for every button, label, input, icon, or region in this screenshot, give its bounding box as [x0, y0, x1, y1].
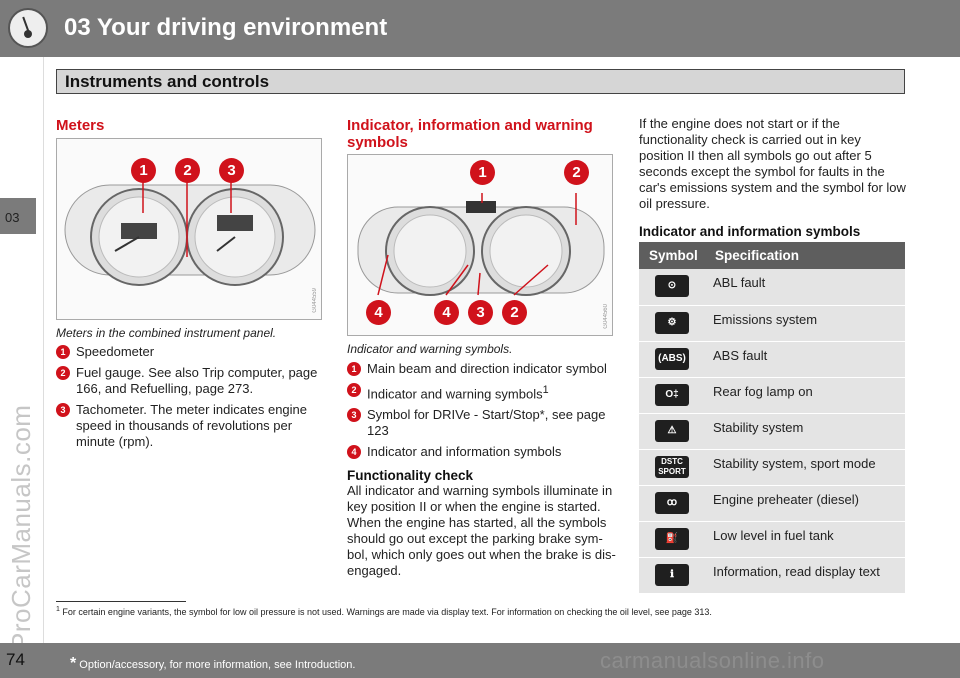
chapter-tab: 03 — [0, 198, 36, 234]
instrument-panel-image: 1 2 3 G044559 — [56, 138, 322, 320]
column-header-specification: Specification — [705, 242, 905, 269]
footnote-mark: 1 — [56, 606, 60, 613]
table-row: ⚠ Stability system — [639, 413, 905, 450]
number-badge: 2 — [347, 383, 361, 397]
list-item: 1 Main beam and direction indicator symbo… — [347, 361, 617, 377]
spec-cell: Engine preheater (diesel) — [705, 485, 905, 522]
table-row: ꝏ Engine preheater (diesel) — [639, 485, 905, 522]
abs-icon: (ABS) — [655, 347, 689, 370]
table-row: ℹ Information, read display text — [639, 557, 905, 594]
chapter-tab-label: 03 — [5, 210, 20, 225]
functionality-heading: Functionality check — [347, 468, 474, 484]
gauge-logo-icon — [8, 8, 48, 48]
footer-note-text: Option/accessory, for more information, … — [79, 659, 356, 671]
page-number: 74 — [6, 650, 25, 669]
table-row: ⚙ Emissions system — [639, 305, 905, 342]
list-item-text: Indicator and information symbols — [367, 444, 562, 460]
chapter-header-bar — [0, 0, 960, 57]
number-badge: 2 — [56, 366, 70, 380]
spec-cell: Low level in fuel tank — [705, 521, 905, 558]
callout-1: 1 — [470, 160, 495, 185]
footer-star: * — [70, 655, 77, 672]
callout-1: 1 — [131, 158, 156, 183]
symbols-column: If the engine does not start or if the f… — [639, 116, 909, 594]
emissions-icon: ⚙ — [655, 311, 689, 334]
number-badge: 3 — [56, 403, 70, 417]
info-icon: ℹ — [655, 563, 689, 586]
number-badge: 4 — [347, 445, 361, 460]
list-item-text: Fuel gauge. See also Trip computer, page… — [76, 365, 318, 396]
footnote-text: For certain engine variants, the symbol … — [62, 607, 712, 617]
callout-4: 4 — [434, 300, 459, 325]
side-margin — [0, 57, 44, 643]
indicators-caption: Indicator and warning symbols. — [347, 342, 513, 356]
spec-cell: Information, read display text — [705, 557, 905, 594]
column-header-symbol: Symbol — [639, 242, 705, 269]
list-item-text: Symbol for DRIVe - Start/Stop*, see page… — [367, 407, 606, 439]
callout-2: 2 — [502, 300, 527, 325]
list-item: 3 Tachometer. The meter indicates engine … — [56, 402, 324, 450]
spec-cell: ABS fault — [705, 341, 905, 378]
callout-2: 2 — [564, 160, 589, 185]
list-item-text: Indicator and warning symbols — [367, 386, 543, 402]
list-item-text: Main beam and direction indicator symbol — [367, 361, 607, 376]
abl-fault-icon: ⊙ — [655, 275, 689, 297]
watermark-vertical: ProCarManuals.com — [6, 404, 36, 650]
instrument-panel-graphic — [64, 181, 316, 286]
preheater-icon: ꝏ — [655, 491, 689, 514]
spec-cell: Stability system — [705, 413, 905, 450]
table-row: ⊙ ABL fault — [639, 269, 905, 306]
indicators-heading: Indicator, information and warning symbo… — [347, 117, 593, 151]
stability-icon: ⚠ — [655, 419, 689, 442]
spec-cell: Rear fog lamp on — [705, 377, 905, 414]
spec-cell: ABL fault — [705, 269, 905, 306]
meters-column: Meters 1 2 3 G044559 Meters in the combi… — [56, 117, 324, 455]
table-header-row: Symbol Specification — [639, 242, 905, 269]
footer-bar — [0, 643, 960, 678]
chapter-title: 03 Your driving environment — [64, 14, 388, 41]
callout-4: 4 — [366, 300, 391, 325]
table-heading: Indicator and information symbols — [639, 224, 861, 239]
meters-caption: Meters in the combined instrument panel. — [56, 326, 277, 340]
indicators-list: 1 Main beam and direction indicator symbo… — [347, 361, 617, 460]
spec-cell: Emissions system — [705, 305, 905, 342]
list-item: 2 Indicator and warning symbols1 — [347, 382, 617, 402]
footnote-mark: 1 — [542, 384, 549, 396]
table-row: ⛽ Low level in fuel tank — [639, 521, 905, 558]
number-badge: 1 — [347, 362, 361, 376]
table-row: O‡ Rear fog lamp on — [639, 377, 905, 414]
indicators-column: Indicator, information and warning symbo… — [347, 117, 617, 579]
symbols-table: Symbol Specification ⊙ ABL fault ⚙ Emissio… — [639, 242, 905, 594]
image-code: G044560 — [603, 304, 609, 329]
warning-symbols-image: 1 2 4 4 3 2 G044560 — [347, 154, 613, 336]
dstc-sport-icon: DSTC SPORT — [655, 455, 689, 478]
list-item: 1 Speedometer — [56, 344, 324, 360]
intro-text: If the engine does not start or if the f… — [639, 116, 906, 211]
spec-cell: Stability system, sport mode — [705, 449, 905, 486]
list-item: 2 Fuel gauge. See also Trip computer, pag… — [56, 365, 324, 397]
image-code: G044559 — [312, 288, 318, 313]
table-row: (ABS) ABS fault — [639, 341, 905, 378]
functionality-text: All indicator and warning symbols illumi… — [347, 483, 616, 579]
rear-fog-icon: O‡ — [655, 383, 689, 406]
callout-3: 3 — [219, 158, 244, 183]
footnote-divider — [56, 601, 186, 602]
list-item-text: Tachometer. The meter indicates engine s… — [76, 402, 308, 449]
fuel-icon: ⛽ — [655, 527, 689, 550]
table-row: DSTC SPORT Stability system, sport mode — [639, 449, 905, 486]
meters-list: 1 Speedometer 2 Fuel gauge. See also Trip … — [56, 344, 324, 450]
footer-note: * Option/accessory, for more information… — [70, 655, 355, 673]
section-title: Instruments and controls — [56, 69, 905, 94]
list-item: 3 Symbol for DRIVe - Start/Stop*, see pag… — [347, 407, 617, 439]
footnote: 1 For certain engine variants, the symbo… — [56, 606, 712, 617]
meters-heading: Meters — [56, 117, 105, 134]
callout-3: 3 — [468, 300, 493, 325]
list-item-text: Speedometer — [76, 344, 155, 359]
warning-symbols-graphic — [357, 193, 605, 296]
number-badge: 3 — [347, 408, 361, 423]
number-badge: 1 — [56, 345, 70, 359]
watermark-footer: carmanualsonline.info — [600, 648, 825, 673]
callout-2: 2 — [175, 158, 200, 183]
list-item: 4 Indicator and information symbols — [347, 444, 617, 460]
